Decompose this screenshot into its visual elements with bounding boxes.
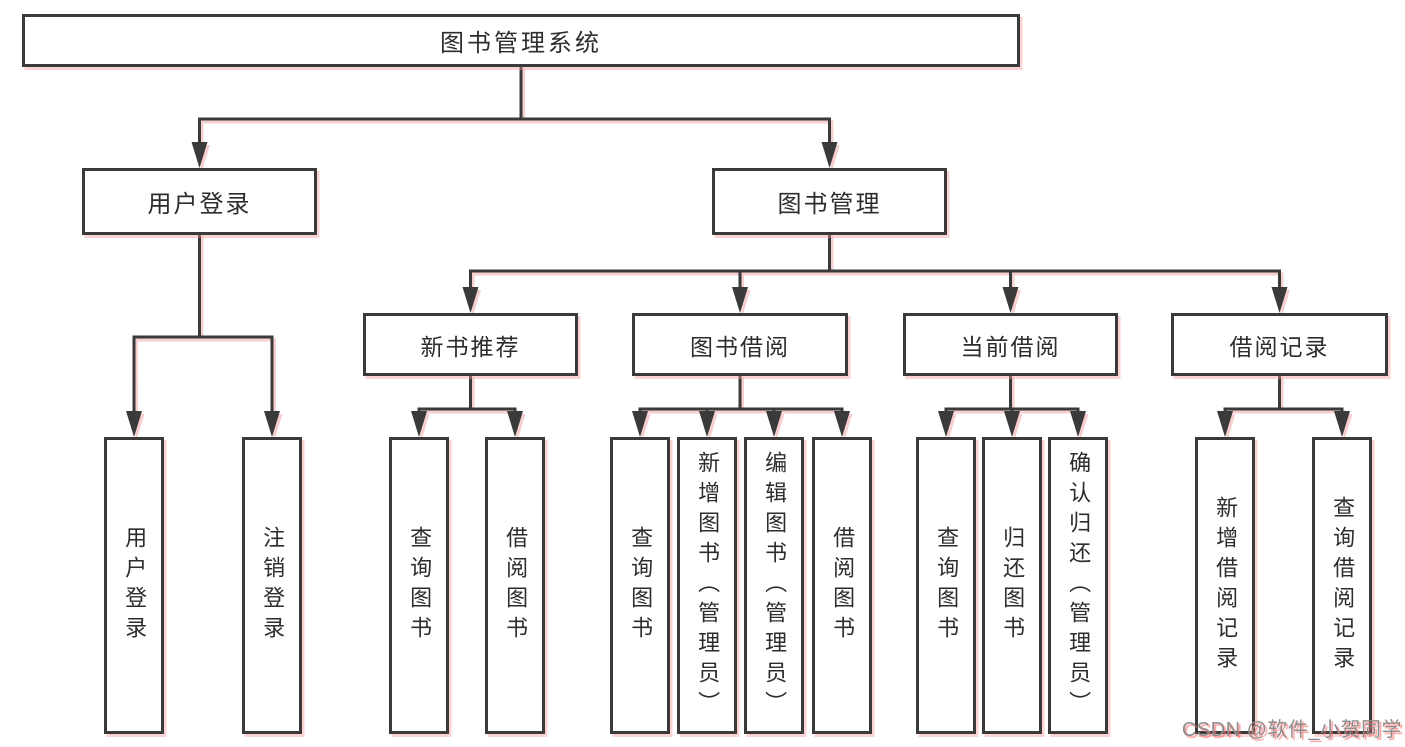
leaf-borrow-books: 借阅图书 [812, 437, 872, 734]
node-user-login: 用户登录 [82, 168, 317, 235]
leaf-borrow-books-recommend-label: 借阅图书 [503, 525, 529, 646]
leaf-query-books-recommend: 查询图书 [389, 437, 449, 734]
leaf-query-books-current-label: 查询图书 [934, 525, 960, 646]
leaf-add-book-admin-label: 新增图书（管理员） [695, 450, 721, 721]
leaf-edit-book-admin: 编辑图书（管理员） [744, 437, 804, 734]
leaf-user-login: 用户登录 [104, 437, 164, 734]
node-book-management-label: 图书管理 [777, 191, 882, 218]
node-borrow-records-label: 借阅记录 [1229, 333, 1330, 360]
leaf-return-book-label: 归还图书 [1000, 525, 1026, 646]
leaf-query-books-recommend-label: 查询图书 [407, 525, 433, 646]
leaf-query-books-current: 查询图书 [916, 437, 976, 734]
leaf-borrow-books-label: 借阅图书 [830, 525, 856, 646]
node-root-label: 图书管理系统 [440, 30, 602, 57]
node-borrow-records: 借阅记录 [1171, 313, 1388, 376]
leaf-borrow-books-recommend: 借阅图书 [485, 437, 545, 734]
watermark: CSDN @软件_小贺同学 [1181, 719, 1402, 741]
node-current-borrow-label: 当前借阅 [960, 333, 1061, 360]
leaf-query-books-borrow: 查询图书 [610, 437, 670, 734]
leaf-add-borrow-record: 新增借阅记录 [1195, 437, 1255, 734]
leaf-add-borrow-record-label: 新增借阅记录 [1213, 495, 1239, 676]
leaf-query-borrow-record: 查询借阅记录 [1312, 437, 1372, 734]
leaf-user-login-label: 用户登录 [122, 525, 148, 646]
node-user-login-label: 用户登录 [147, 191, 252, 218]
node-book-borrow: 图书借阅 [632, 313, 848, 376]
node-new-book-recommend-label: 新书推荐 [420, 333, 521, 360]
leaf-edit-book-admin-label: 编辑图书（管理员） [762, 450, 788, 721]
leaf-confirm-return-admin: 确认归还（管理员） [1048, 437, 1108, 734]
leaf-query-borrow-record-label: 查询借阅记录 [1330, 495, 1356, 676]
leaf-logout-label: 注销登录 [260, 525, 286, 646]
node-current-borrow: 当前借阅 [903, 313, 1118, 376]
node-root: 图书管理系统 [22, 14, 1020, 67]
node-book-management: 图书管理 [712, 168, 947, 235]
leaf-return-book: 归还图书 [982, 437, 1042, 734]
leaf-query-books-borrow-label: 查询图书 [628, 525, 654, 646]
leaf-add-book-admin: 新增图书（管理员） [677, 437, 737, 734]
node-new-book-recommend: 新书推荐 [363, 313, 578, 376]
node-book-borrow-label: 图书借阅 [690, 333, 790, 360]
leaf-confirm-return-admin-label: 确认归还（管理员） [1066, 450, 1092, 721]
leaf-logout: 注销登录 [242, 437, 302, 734]
